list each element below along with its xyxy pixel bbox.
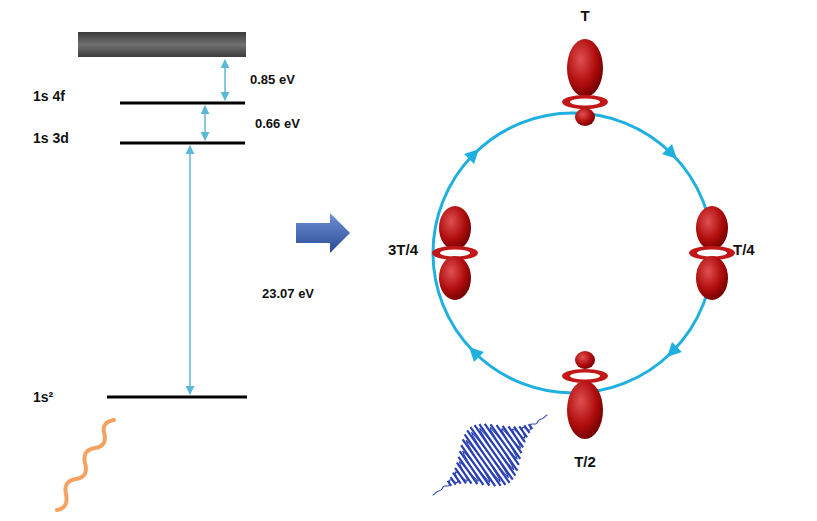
level-label: 23.07 eV [262,287,314,301]
cycle-circle [433,113,713,393]
time-label: 3T/4 [388,242,418,259]
time-label: T/4 [733,242,755,259]
level-label: 1s 3d [33,131,69,146]
cycle-arrowhead [662,342,682,362]
time-label: T/2 [574,454,596,471]
cycle-arrowheads [464,144,682,362]
transition-arrow [204,106,206,140]
pump-pulse [57,420,114,510]
time-label: T [580,8,589,25]
probe-pulse [413,387,567,521]
orbital-density [432,206,478,300]
pulse-carrier [416,391,564,520]
energy-level [120,102,245,105]
orbital-density [562,351,608,439]
transition-arrow [224,60,226,100]
cycle-arrowhead [464,342,484,362]
cycle-arrowhead [662,144,682,164]
level-label: 1s² [33,390,53,405]
level-label: 0.66 eV [255,117,300,131]
orbital-density [562,39,608,126]
level-label: 0.85 eV [250,73,295,87]
energy-level [120,142,245,145]
continuum-band [78,32,246,57]
transition-arrow [189,146,191,394]
process-arrow [296,213,350,253]
level-label: 1s 4f [33,89,65,104]
cycle-arrowhead [464,144,484,164]
orbital-density [689,206,735,300]
energy-level [107,396,247,399]
